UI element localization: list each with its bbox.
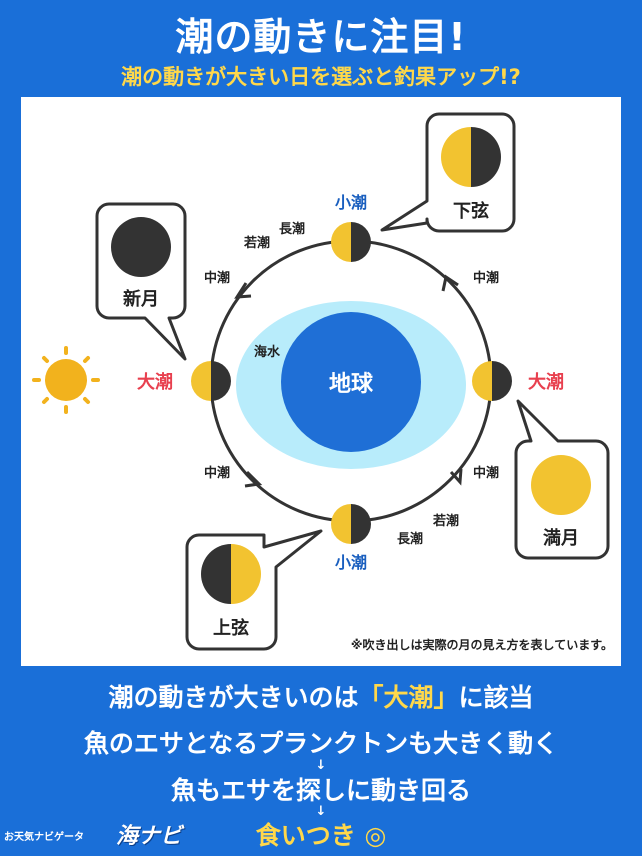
sun-icon bbox=[32, 346, 100, 414]
first-quarter-label: 上弦 bbox=[213, 617, 249, 639]
tide-label-neap-top: 小潮 bbox=[335, 193, 367, 212]
orbit-arrow-upper-right bbox=[441, 274, 459, 292]
summary-line-4: 食いつき ◎ bbox=[255, 821, 387, 850]
callout-full-moon: 満月 bbox=[514, 399, 610, 560]
orbit-arrow-lower-left bbox=[244, 470, 263, 488]
down-arrow-2: ↓ bbox=[315, 804, 327, 819]
summary-line-2: 魚のエサとなるプランクトンも大きく動く bbox=[83, 729, 559, 758]
tide-label-young-bottom: 若潮 bbox=[432, 513, 459, 529]
tide-label-spring-right: 大潮 bbox=[528, 371, 564, 393]
callout-first-quarter: 上弦 bbox=[185, 529, 323, 651]
tide-label-middle-upper-left: 中潮 bbox=[204, 270, 230, 286]
tide-label-middle-lower-left: 中潮 bbox=[204, 465, 230, 481]
orbit-arrow-upper-left bbox=[234, 282, 252, 299]
new-moon-label: 新月 bbox=[123, 288, 159, 310]
diagram-panel: 地球 海水 bbox=[21, 97, 621, 666]
tide-label-spring-left: 大潮 bbox=[137, 371, 173, 393]
tide-label-long-top: 長潮 bbox=[279, 221, 305, 237]
full-moon-icon bbox=[531, 455, 591, 515]
tide-moon-diagram: 地球 海水 bbox=[32, 112, 613, 652]
brand-logo: 海ナビ bbox=[116, 824, 183, 849]
summary-line-3: 魚もエサを探しに動き回る bbox=[170, 776, 471, 805]
sea-label: 海水 bbox=[254, 344, 281, 360]
page-title: 潮の動きに注目! bbox=[175, 15, 467, 59]
earth-label: 地球 bbox=[329, 372, 374, 397]
summary-line-1-post: に該当 bbox=[458, 683, 534, 712]
tide-label-middle-lower-right: 中潮 bbox=[473, 465, 499, 481]
brand-small-logo: お天気ナビゲータ bbox=[4, 832, 84, 843]
last-quarter-label: 下弦 bbox=[453, 200, 489, 222]
orbit-arrow-lower-right bbox=[449, 468, 463, 486]
full-moon-label: 満月 bbox=[543, 527, 579, 549]
moon-left bbox=[191, 361, 231, 401]
down-arrow-1: ↓ bbox=[315, 758, 327, 773]
summary-line-1: 潮の動きが大きいのは「大潮」に該当 bbox=[0, 678, 642, 714]
moon-right bbox=[472, 361, 512, 401]
callout-last-quarter: 下弦 bbox=[380, 112, 516, 233]
summary-line-1-highlight: 「大潮」 bbox=[358, 683, 459, 712]
moon-bottom bbox=[331, 504, 371, 544]
tide-label-neap-bottom: 小潮 bbox=[335, 553, 367, 572]
callout-new-moon: 新月 bbox=[95, 202, 187, 361]
earth bbox=[281, 312, 421, 452]
tide-label-long-bottom: 長潮 bbox=[397, 531, 423, 547]
tide-label-middle-upper-right: 中潮 bbox=[473, 270, 499, 286]
page-subtitle: 潮の動きが大きい日を選ぶと釣果アップ!? bbox=[121, 65, 521, 89]
callout-note: ※吹き出しは実際の月の見え方を表しています。 bbox=[351, 637, 613, 652]
summary-line-1-pre: 潮の動きが大きいのは bbox=[108, 683, 359, 712]
moon-top bbox=[331, 222, 371, 262]
tide-label-young-top: 若潮 bbox=[243, 235, 270, 251]
new-moon-icon bbox=[111, 217, 171, 277]
